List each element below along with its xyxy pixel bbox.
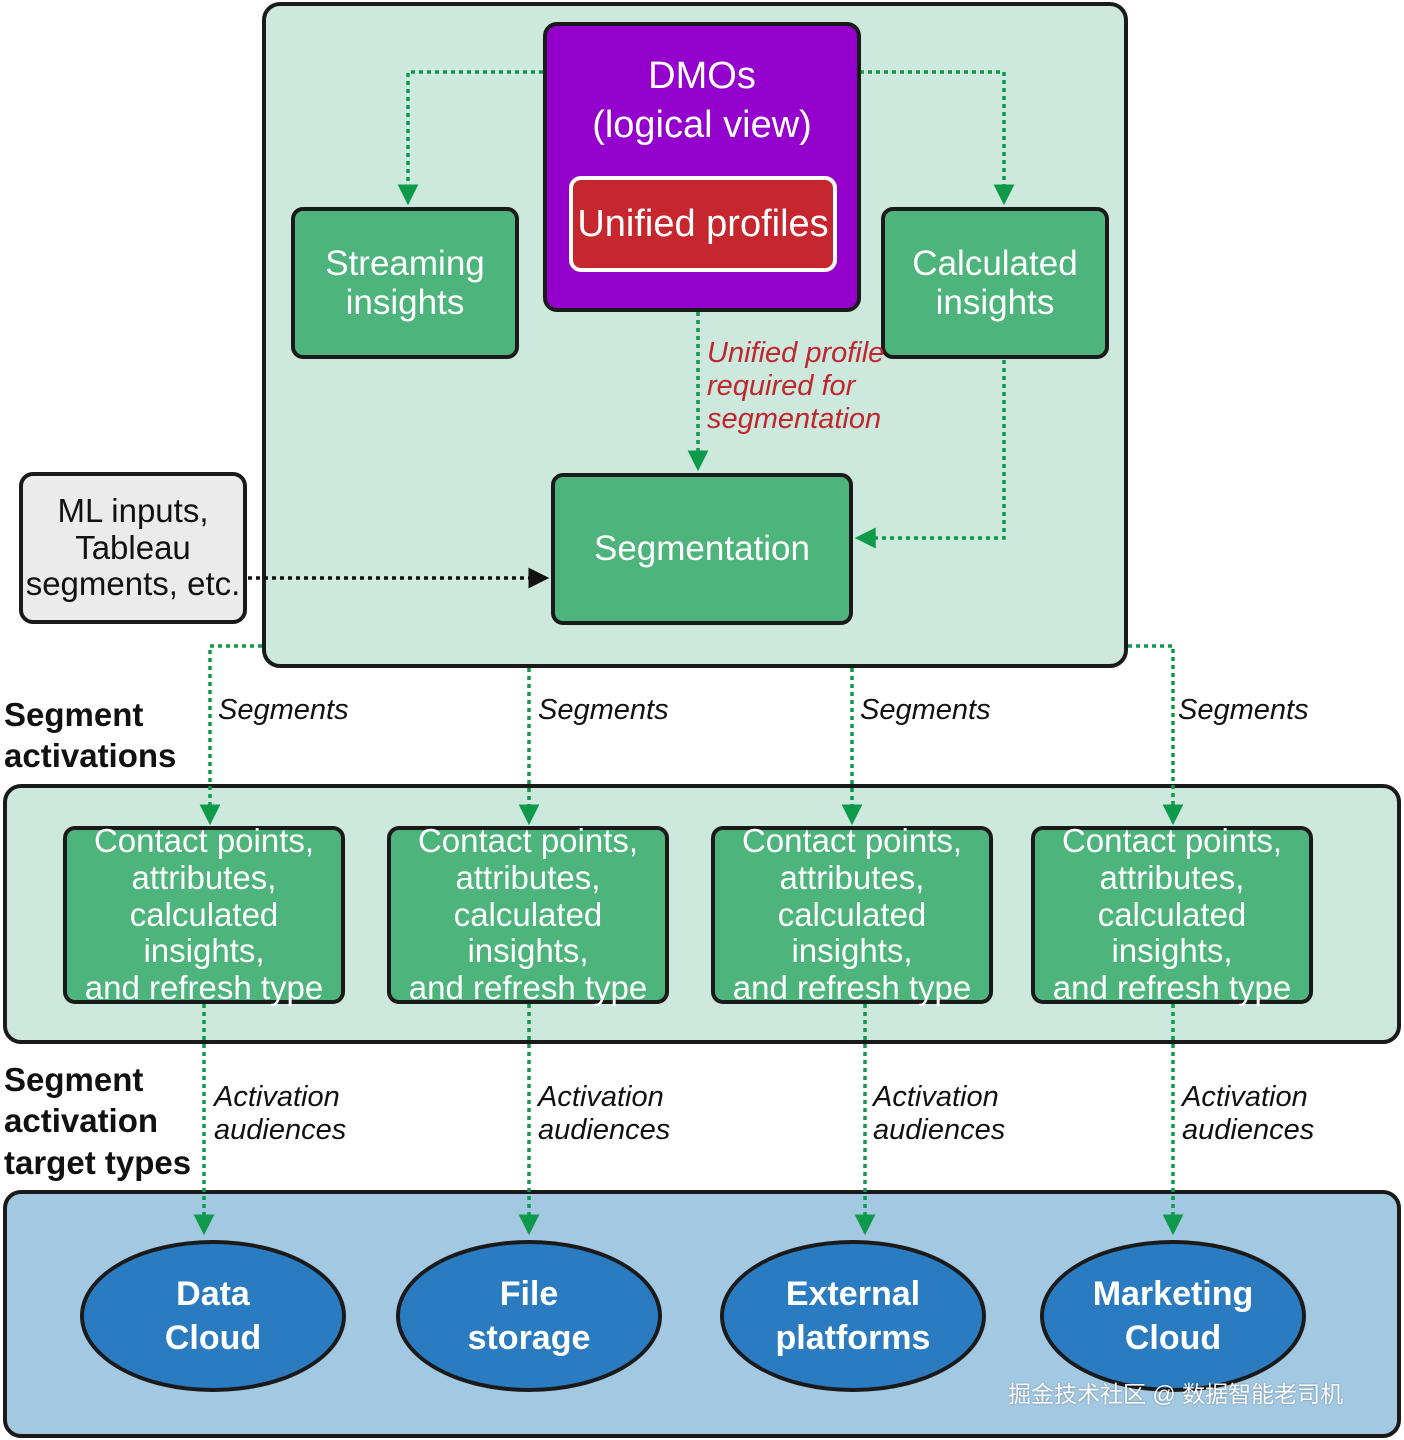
audience-label-1: Activation audiences: [214, 1081, 347, 1147]
target-marketing-cloud: Marketing Cloud: [1040, 1240, 1306, 1392]
dmo-to-calculated-arrow: [860, 70, 1015, 206]
segments-label-1: Segments: [218, 694, 349, 726]
ml-inputs-box: ML inputs, Tableau segments, etc.: [19, 472, 247, 624]
calculated-to-segmentation-arrow: [854, 360, 1006, 549]
target-file-storage: File storage: [396, 1240, 662, 1392]
audience-label-2: Activation audiences: [538, 1081, 671, 1147]
activation-box-4: Contact points, attributes, calculated i…: [1031, 822, 1313, 1006]
dmo-to-streaming-arrow: [397, 70, 543, 206]
segments-arrow-1: [199, 644, 262, 826]
segments-label-2: Segments: [538, 694, 669, 726]
segments-arrow-4: [1128, 644, 1184, 826]
target-external-platforms: External platforms: [720, 1240, 986, 1392]
dmos-title: DMOs (logical view): [592, 55, 812, 147]
audience-label-4: Activation audiences: [1182, 1081, 1315, 1147]
segments-label-4: Segments: [1178, 694, 1309, 726]
activation-box-1: Contact points, attributes, calculated i…: [63, 822, 345, 1006]
unified-profile-required-note: Unified profile required for segmentatio…: [707, 337, 885, 435]
unified-profiles-box: Unified profiles: [569, 176, 837, 272]
segment-activation-target-types-label: Segment activation target types: [4, 1061, 192, 1181]
activation-box-2: Contact points, attributes, calculated i…: [387, 822, 669, 1006]
segments-label-3: Segments: [860, 694, 991, 726]
calculated-insights-box: Calculated insights: [881, 207, 1109, 359]
watermark: 掘金技术社区 @ 数据智能老司机: [1008, 1381, 1344, 1407]
target-data-cloud: Data Cloud: [80, 1240, 346, 1392]
audience-label-3: Activation audiences: [873, 1081, 1006, 1147]
dmos-logical-view-box: DMOs (logical view) Unified profiles: [543, 22, 861, 312]
segmentation-box: Segmentation: [551, 473, 853, 625]
streaming-insights-box: Streaming insights: [291, 207, 519, 359]
activation-box-3: Contact points, attributes, calculated i…: [711, 822, 993, 1006]
segment-activations-label: Segment activations: [4, 696, 177, 775]
